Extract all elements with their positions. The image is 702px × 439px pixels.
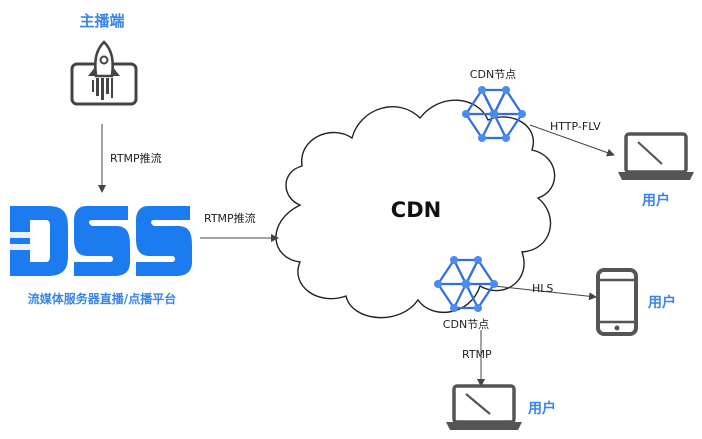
user-label-top: 用户 — [642, 193, 670, 209]
edge-label-push-down: RTMP推流 — [110, 152, 162, 165]
network-node-icon — [462, 86, 526, 142]
user-label-bottom: 用户 — [528, 401, 556, 417]
cdn-node-label-bottom: CDN节点 — [442, 318, 490, 331]
edge-http-flv — [529, 124, 615, 157]
dss-logo — [10, 206, 192, 276]
phone-icon — [596, 268, 638, 336]
edge-label-http-flv: HTTP-FLV — [550, 120, 601, 133]
laptop-icon — [446, 384, 522, 430]
network-node-icon — [434, 256, 498, 312]
edge-label-push-right: RTMP推流 — [204, 212, 256, 225]
edge-label-hls: HLS — [532, 282, 554, 295]
cdn-cloud — [275, 99, 556, 319]
broadcaster-label: 主播端 — [79, 12, 125, 30]
edge-hls — [493, 285, 597, 301]
user-label-right: 用户 — [648, 295, 676, 311]
laptop-icon — [618, 132, 694, 180]
edge-label-rtmp: RTMP — [462, 348, 492, 361]
rocket-phone-icon — [70, 40, 138, 106]
cdn-node-label-top: CDN节点 — [469, 68, 517, 81]
server-label: 流媒体服务器直播/点播平台 — [27, 292, 177, 306]
cdn-label: CDN — [390, 198, 442, 222]
